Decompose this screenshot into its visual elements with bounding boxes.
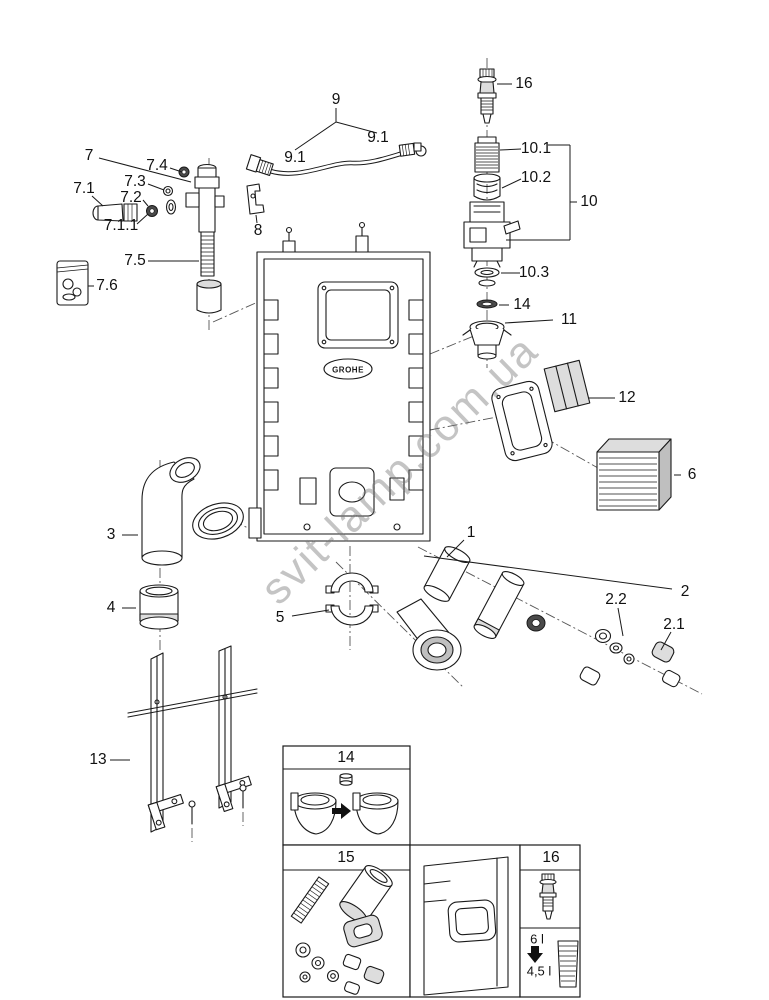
part-8-bracket <box>246 183 265 215</box>
part-label-7-2: 7.2 <box>120 189 142 206</box>
arrow-right-icon <box>332 803 351 819</box>
part-label-1: 1 <box>466 524 476 541</box>
part-label-10-1: 10.1 <box>520 140 552 157</box>
part-label-16: 16 <box>515 75 533 92</box>
inset-label-16: 16 <box>542 849 560 866</box>
volume-to-label: 4,5 l <box>526 963 552 979</box>
inset-15-content <box>290 865 393 995</box>
cistern-tank: GROHE <box>248 221 431 542</box>
arrow-down-icon <box>527 946 543 963</box>
volume-from-label: 6 l <box>530 931 544 947</box>
inset-14-content <box>290 773 399 835</box>
part-3-flush-elbow <box>141 457 244 566</box>
part-7-6-spares-bag <box>56 260 89 306</box>
part-10-flush-valve-assembly <box>463 136 521 287</box>
part-label-7-5: 7.5 <box>124 252 146 269</box>
part-7-fill-valve <box>92 163 225 314</box>
part-16-fitting <box>477 68 497 124</box>
inset-module-view <box>423 856 509 996</box>
inset-16-content <box>527 873 579 988</box>
part-13-mounting-rails <box>127 645 258 833</box>
part-label-10-3: 10.3 <box>518 264 550 281</box>
flush-bend-pipe <box>396 598 462 671</box>
part-label-10-2: 10.2 <box>520 169 552 186</box>
part-label-8: 8 <box>253 222 263 239</box>
grohe-logo-text: GROHE <box>332 366 364 375</box>
part-2-fittings <box>526 614 681 688</box>
part-label-5: 5 <box>275 609 285 626</box>
part-label-7: 7 <box>84 147 94 164</box>
part-label-9: 9 <box>331 91 341 108</box>
part-label-7-3: 7.3 <box>124 173 146 190</box>
part-label-10: 10 <box>580 193 598 210</box>
part-label-7-1: 7.1 <box>73 180 95 197</box>
part-label-3: 3 <box>106 526 116 543</box>
part-label-14: 14 <box>513 296 531 313</box>
part-label-7-1-1: 7.1.1 <box>103 217 139 234</box>
part-label-11: 11 <box>560 311 578 328</box>
part-label-2: 2 <box>680 583 690 600</box>
part-11-valve-seat <box>462 320 512 360</box>
inset-label-14: 14 <box>337 749 355 766</box>
part-label-13: 13 <box>89 751 107 768</box>
part-9-hose <box>245 142 427 176</box>
part-label-12: 12 <box>618 389 636 406</box>
part-12-gasket-set <box>491 359 591 462</box>
part-6-access-box <box>596 438 672 511</box>
part-label-4: 4 <box>106 599 116 616</box>
part-label-6: 6 <box>687 466 697 483</box>
part-14-seal <box>476 299 498 309</box>
part-5-pipe-clamp <box>325 572 379 626</box>
part-label-7-6: 7.6 <box>96 277 118 294</box>
part-label-2-2: 2.2 <box>605 591 627 608</box>
part-label-9-1-left: 9.1 <box>284 149 306 166</box>
part-label-2-1: 2.1 <box>663 616 685 633</box>
inset-label-15: 15 <box>337 849 355 866</box>
part-label-9-1-right: 9.1 <box>367 129 389 146</box>
part-label-7-4: 7.4 <box>146 157 168 174</box>
leader-lines <box>88 83 681 761</box>
part-4-coupling <box>139 584 179 630</box>
